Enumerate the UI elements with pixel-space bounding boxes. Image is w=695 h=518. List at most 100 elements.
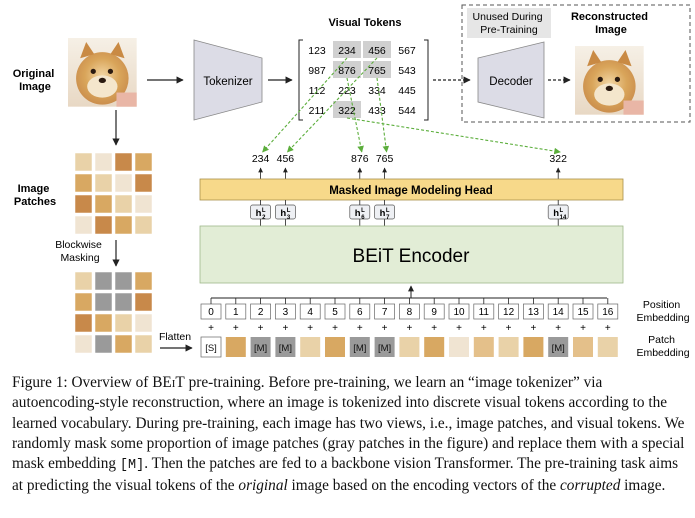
plus-sign: + xyxy=(481,323,487,334)
patch-embedding xyxy=(399,337,420,357)
masked-patches-grid xyxy=(74,271,153,354)
patch-embedding xyxy=(597,337,618,357)
position-index: 15 xyxy=(577,307,589,318)
patch-embedding xyxy=(573,337,593,357)
patch-embedding xyxy=(473,337,494,357)
encoder-block xyxy=(199,225,624,284)
position-index: 2 xyxy=(258,307,264,318)
position-index: 8 xyxy=(407,307,413,318)
masked-patch xyxy=(114,271,133,291)
patch-token-label: [M] xyxy=(353,343,366,354)
image-patch xyxy=(114,313,133,333)
position-index: 4 xyxy=(307,307,313,318)
token-target-arrow xyxy=(346,117,561,155)
position-index: 3 xyxy=(283,307,289,318)
position-index: 14 xyxy=(553,307,565,318)
patch-token-label: [S] xyxy=(205,343,217,354)
visual-token: 223 xyxy=(338,85,356,97)
mim-head-label: Masked Image Modeling Head xyxy=(329,185,493,197)
image-patch xyxy=(134,334,153,354)
masked-patch xyxy=(94,292,113,312)
visual-token: 987 xyxy=(308,65,326,77)
caption-model-name: BEiT xyxy=(152,374,185,391)
token-bracket-left xyxy=(298,39,303,121)
predicted-token: 322 xyxy=(549,153,567,165)
patch-token-label: [M] xyxy=(279,343,292,354)
reconstructed-image-label: Reconstructed Image xyxy=(571,11,651,36)
image-patch xyxy=(94,173,113,193)
visual-token: 234 xyxy=(338,45,356,57)
plus-sign: + xyxy=(233,323,239,334)
patch-embedding xyxy=(325,337,345,357)
patch-embedding xyxy=(374,337,395,357)
visual-token: 567 xyxy=(398,45,416,57)
plus-sign: + xyxy=(382,323,388,334)
patch-embedding xyxy=(523,337,544,357)
image-patch xyxy=(74,292,93,312)
token-highlight xyxy=(333,41,361,58)
image-patch xyxy=(114,152,133,172)
visual-token: 112 xyxy=(309,85,326,97)
patch-token-label: [M] xyxy=(254,343,267,354)
plus-sign: + xyxy=(431,323,437,334)
image-patch xyxy=(94,194,113,214)
unused-label: Unused During Pre-Training xyxy=(473,11,546,36)
token-target-arrow xyxy=(376,77,390,153)
image-patch xyxy=(74,215,93,235)
plus-sign: + xyxy=(456,323,462,334)
image-patch xyxy=(134,271,153,291)
position-index: 16 xyxy=(602,307,614,318)
image-patch xyxy=(134,173,153,193)
figure-caption: Figure 1: Overview of BEiT pre-training.… xyxy=(12,374,685,495)
image-patch xyxy=(134,152,153,172)
plus-sign: + xyxy=(406,323,412,334)
token-target-arrow xyxy=(346,77,364,153)
position-index: 5 xyxy=(332,307,338,318)
patch-embedding xyxy=(349,337,370,357)
masked-patch xyxy=(94,271,113,291)
image-patch xyxy=(94,313,113,333)
visual-token: 123 xyxy=(308,45,326,57)
image-patch xyxy=(134,292,153,312)
image-patch xyxy=(74,152,93,172)
plus-sign: + xyxy=(282,323,288,334)
plus-sign: + xyxy=(530,323,536,334)
masked-patch xyxy=(94,334,113,354)
reconstructed-image xyxy=(575,46,644,115)
predicted-token: 456 xyxy=(277,153,295,165)
position-index: 1 xyxy=(233,307,239,318)
token-target-arrow xyxy=(286,57,378,153)
plus-sign: + xyxy=(555,323,561,334)
patch-embedding-label: Patch Embedding xyxy=(636,334,689,359)
visual-token: 445 xyxy=(398,85,416,97)
visual-tokens-title: Visual Tokens xyxy=(329,17,402,29)
position-embedding-label: Position Embedding xyxy=(636,299,689,324)
visual-token: 765 xyxy=(368,65,386,77)
plus-sign: + xyxy=(258,323,264,334)
position-index: 10 xyxy=(453,307,465,318)
image-patch xyxy=(114,334,133,354)
position-index: 9 xyxy=(431,307,437,318)
image-patch xyxy=(74,271,93,291)
masked-patch xyxy=(114,292,133,312)
image-patch xyxy=(94,215,113,235)
position-index: 6 xyxy=(357,307,363,318)
predicted-token: 765 xyxy=(376,153,394,165)
mim-head-block xyxy=(199,178,624,201)
visual-token: 543 xyxy=(398,65,416,77)
patch-embedding xyxy=(200,336,222,358)
plus-sign: + xyxy=(307,323,313,334)
position-index: 7 xyxy=(382,307,388,318)
original-image-label: Original Image xyxy=(13,68,58,93)
tokenizer-label: Tokenizer xyxy=(203,76,252,88)
patch-embedding xyxy=(498,337,519,357)
image-patch xyxy=(134,194,153,214)
original-image xyxy=(68,38,137,107)
encoder-label: BEiT Encoder xyxy=(353,246,471,267)
image-patch xyxy=(94,152,113,172)
